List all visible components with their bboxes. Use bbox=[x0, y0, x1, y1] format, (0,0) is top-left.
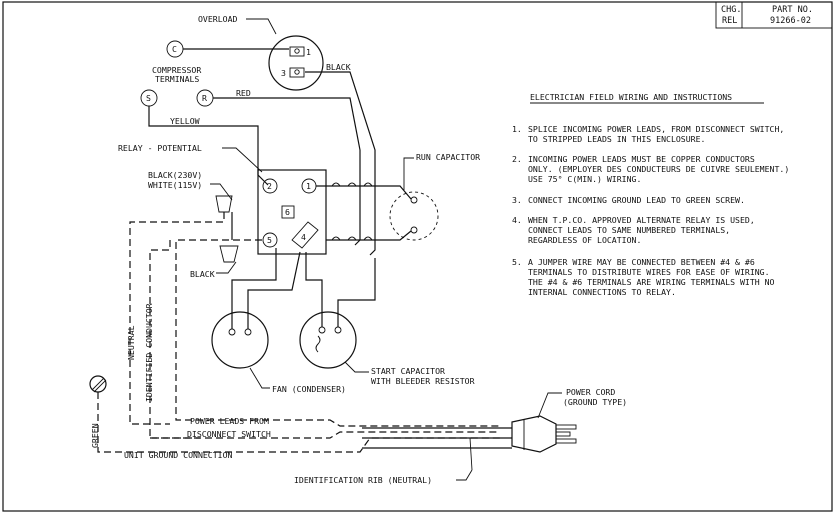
start-capacitor-label-1: START CAPACITOR bbox=[371, 366, 445, 376]
instruction-line: SPLICE INCOMING POWER LEADS, FROM DISCON… bbox=[528, 124, 784, 134]
unit-ground-label: UNIT GROUND CONNECTION bbox=[124, 450, 233, 460]
compressor-label-1: COMPRESSOR bbox=[152, 65, 201, 75]
part-no-value: 91266-02 bbox=[770, 16, 811, 26]
black-label: BLACK bbox=[326, 62, 351, 72]
overload: 1 3 OVERLOAD bbox=[198, 14, 324, 91]
wire-red bbox=[213, 97, 361, 246]
yellow-label: YELLOW bbox=[170, 116, 200, 126]
instruction-number: 4. bbox=[512, 215, 522, 225]
instruction-line: INCOMING POWER LEADS MUST BE COPPER COND… bbox=[528, 154, 755, 164]
black-lower-label: BLACK bbox=[190, 269, 215, 279]
relay-terminal-4: 4 bbox=[301, 232, 306, 242]
power-cord: POWER CORD (GROUND TYPE) IDENTIFICATION … bbox=[294, 387, 627, 485]
red-label: RED bbox=[236, 88, 251, 98]
fan-label: FAN (CONDENSER) bbox=[272, 384, 346, 394]
power-lead-wire bbox=[175, 239, 500, 427]
wire-nut-upper bbox=[215, 195, 233, 213]
instruction-line: TERMINALS TO DISTRIBUTE WIRES FOR EASE O… bbox=[528, 267, 770, 277]
relay-terminal-6: 6 bbox=[285, 207, 290, 217]
relay-label: RELAY - POTENTIAL bbox=[118, 143, 202, 153]
terminal-r-label: R bbox=[202, 93, 207, 103]
instruction-line: WHEN T.P.CO. APPROVED ALTERNATE RELAY IS… bbox=[528, 215, 755, 225]
title-block: CHG. REL PART NO. 91266-02 bbox=[715, 1, 833, 29]
instructions: ELECTRICIAN FIELD WIRING AND INSTRUCTION… bbox=[512, 92, 789, 297]
wire-nut-lower bbox=[219, 245, 239, 263]
rel-label: REL bbox=[722, 16, 737, 26]
compressor-terminals: C S R COMPRESSOR TERMINALS bbox=[140, 40, 214, 107]
overload-terminal-1: 1 bbox=[306, 47, 311, 57]
instruction-line: A JUMPER WIRE MAY BE CONNECTED BETWEEN #… bbox=[528, 257, 755, 267]
relay-terminal-2: 2 bbox=[267, 181, 272, 191]
instruction-number: 3. bbox=[512, 195, 522, 205]
power-leads-label-1: POWER LEADS FROM bbox=[190, 416, 269, 426]
terminal-s-label: S bbox=[146, 93, 151, 103]
relay-terminal-5: 5 bbox=[267, 235, 272, 245]
start-capacitor-label-2: WITH BLEEDER RESISTOR bbox=[371, 376, 475, 386]
ground-wire bbox=[97, 392, 500, 453]
overload-terminal-3: 3 bbox=[281, 68, 286, 78]
instruction-line: CONNECT INCOMING GROUND LEAD TO GREEN SC… bbox=[528, 195, 745, 205]
green-label: GREEN bbox=[90, 423, 100, 448]
white-115v-label: WHITE(115V) bbox=[148, 180, 202, 190]
compressor-label-2: TERMINALS bbox=[155, 74, 199, 84]
terminal-c-label: C bbox=[172, 44, 177, 54]
neutral-wire bbox=[129, 212, 225, 425]
start-capacitor: START CAPACITOR WITH BLEEDER RESISTOR bbox=[299, 252, 475, 386]
fan-condenser: FAN (CONDENSER) bbox=[211, 248, 346, 394]
power-cord-label-2: (GROUND TYPE) bbox=[563, 397, 627, 407]
identified-conductor-label: IDENTIFIED CONDUCTOR bbox=[144, 303, 154, 402]
instruction-line: INTERNAL CONNECTIONS TO RELAY. bbox=[528, 287, 676, 297]
part-no-label: PART NO. bbox=[772, 5, 813, 15]
instruction-line: CONNECT LEADS TO SAME NUMBERED TERMINALS… bbox=[528, 225, 730, 235]
instruction-line: THE #4 & #6 TERMINALS ARE WIRING TERMINA… bbox=[528, 277, 775, 287]
green-screw bbox=[89, 375, 107, 393]
identification-rib-label: IDENTIFICATION RIB (NEUTRAL) bbox=[294, 475, 432, 485]
run-capacitor: RUN CAPACITOR bbox=[316, 152, 480, 241]
instruction-line: REGARDLESS OF LOCATION. bbox=[528, 235, 641, 245]
power-leads-label-2: DISCONNECT SWITCH bbox=[187, 429, 271, 439]
instruction-number: 1. bbox=[512, 124, 522, 134]
black-230v-label: BLACK(230V) bbox=[148, 170, 202, 180]
instruction-line: TO STRIPPED LEADS IN THIS ENCLOSURE. bbox=[528, 134, 705, 144]
relay-potential: 2 1 6 5 4 RELAY - POTENTIAL bbox=[118, 143, 327, 255]
chg-label: CHG. bbox=[721, 5, 741, 15]
neutral-label: NEUTRAL bbox=[126, 325, 136, 360]
wire-yellow bbox=[148, 106, 269, 186]
instruction-number: 2. bbox=[512, 154, 522, 164]
run-capacitor-label: RUN CAPACITOR bbox=[416, 152, 480, 162]
instruction-line: USE 75° C(MIN.) WIRING. bbox=[528, 174, 641, 184]
instruction-number: 5. bbox=[512, 257, 522, 267]
wire-black-overload bbox=[305, 71, 376, 256]
instruction-list: 1. SPLICE INCOMING POWER LEADS, FROM DISC… bbox=[512, 124, 789, 297]
power-cord-label-1: POWER CORD bbox=[566, 387, 615, 397]
instructions-heading: ELECTRICIAN FIELD WIRING AND INSTRUCTION… bbox=[530, 92, 732, 102]
instruction-line: ONLY. (EMPLOYER DES CONDUCTEURS DE CUIVR… bbox=[528, 164, 789, 174]
relay-terminal-1: 1 bbox=[306, 181, 311, 191]
overload-label: OVERLOAD bbox=[198, 14, 238, 24]
power-lead-wire-2 bbox=[150, 431, 500, 439]
